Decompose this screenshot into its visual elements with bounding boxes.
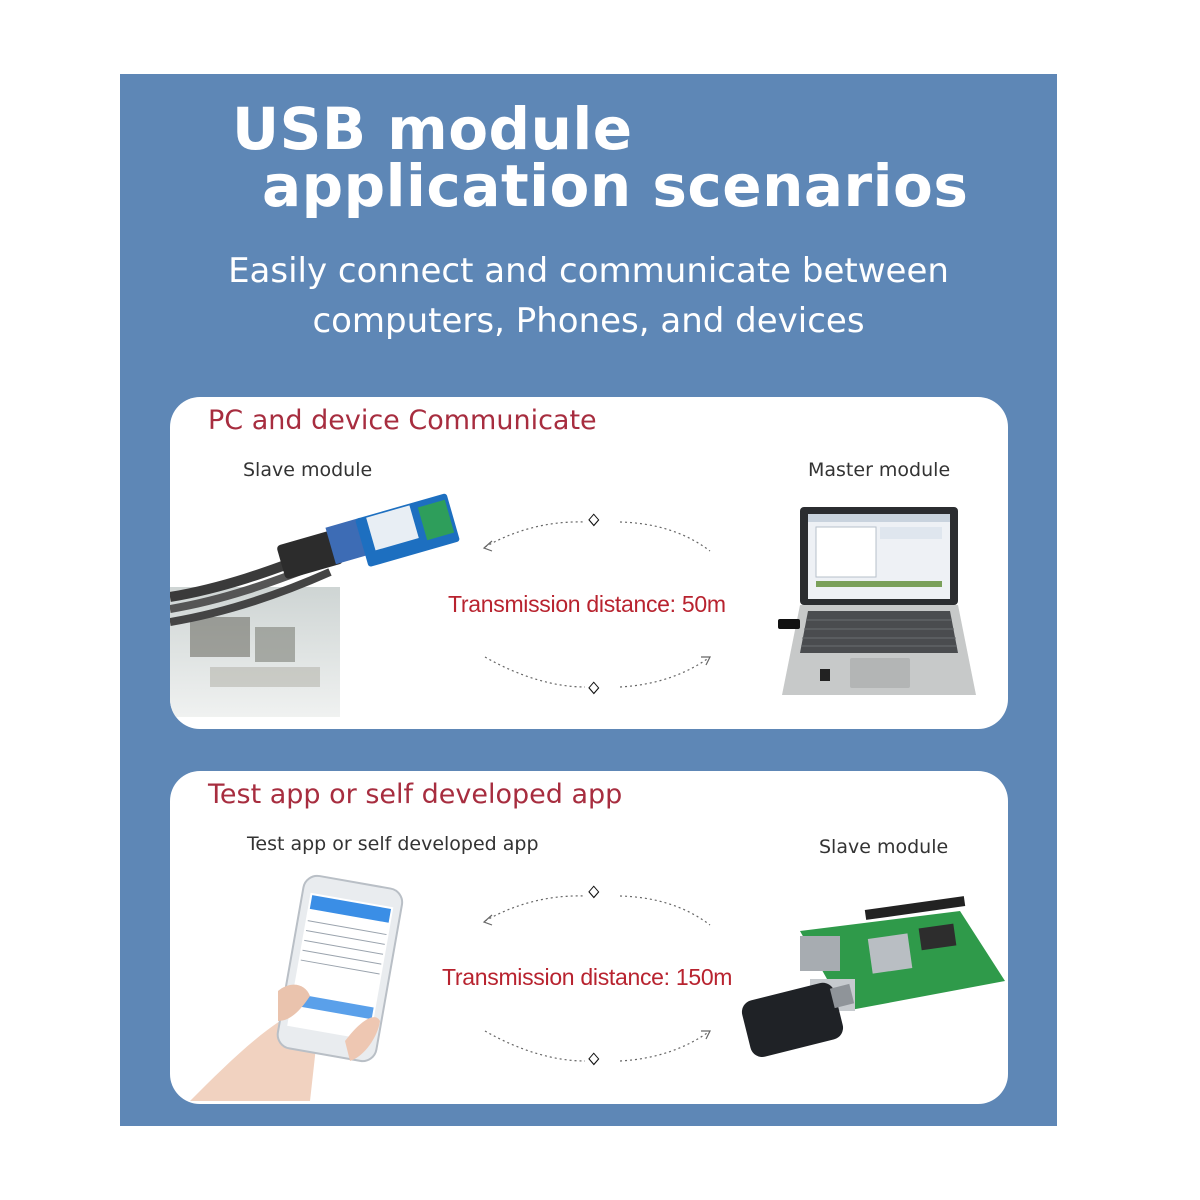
- slave-module-label: Slave module: [243, 459, 373, 481]
- title-line-2: application scenarios: [262, 152, 969, 220]
- laptop-image: [778, 507, 976, 695]
- phone-in-hand-image: [190, 874, 404, 1101]
- scenario-heading: PC and device Communicate: [208, 405, 597, 436]
- transmission-arrows: [482, 895, 711, 1062]
- title-line-1: USB module: [232, 95, 633, 163]
- subtitle-line-1: Easily connect and communicate between: [228, 251, 949, 291]
- usb-module-image: [170, 493, 460, 717]
- bluetooth-icon: ᛜ: [586, 1046, 602, 1076]
- slave-module-label: Slave module: [819, 836, 949, 858]
- test-app-label: Test app or self developed app: [247, 833, 539, 855]
- bluetooth-icon: ᛜ: [586, 507, 602, 537]
- scenario-card-app: Test app or self developed app Test app …: [170, 771, 1008, 1104]
- transmission-distance: Transmission distance: 50m: [448, 591, 726, 617]
- scenario-heading: Test app or self developed app: [208, 779, 623, 810]
- bluetooth-icon: ᛜ: [586, 879, 602, 909]
- scenario-card-pc: PC and device Communicate Slave module M…: [170, 397, 1008, 729]
- bluetooth-icon: ᛜ: [586, 675, 602, 705]
- raspberry-pi-image: [741, 896, 1005, 1057]
- master-module-label: Master module: [808, 459, 951, 481]
- subtitle-line-2: computers, Phones, and devices: [312, 301, 865, 341]
- transmission-arrows: [482, 521, 711, 688]
- transmission-distance: Transmission distance: 150m: [442, 964, 733, 990]
